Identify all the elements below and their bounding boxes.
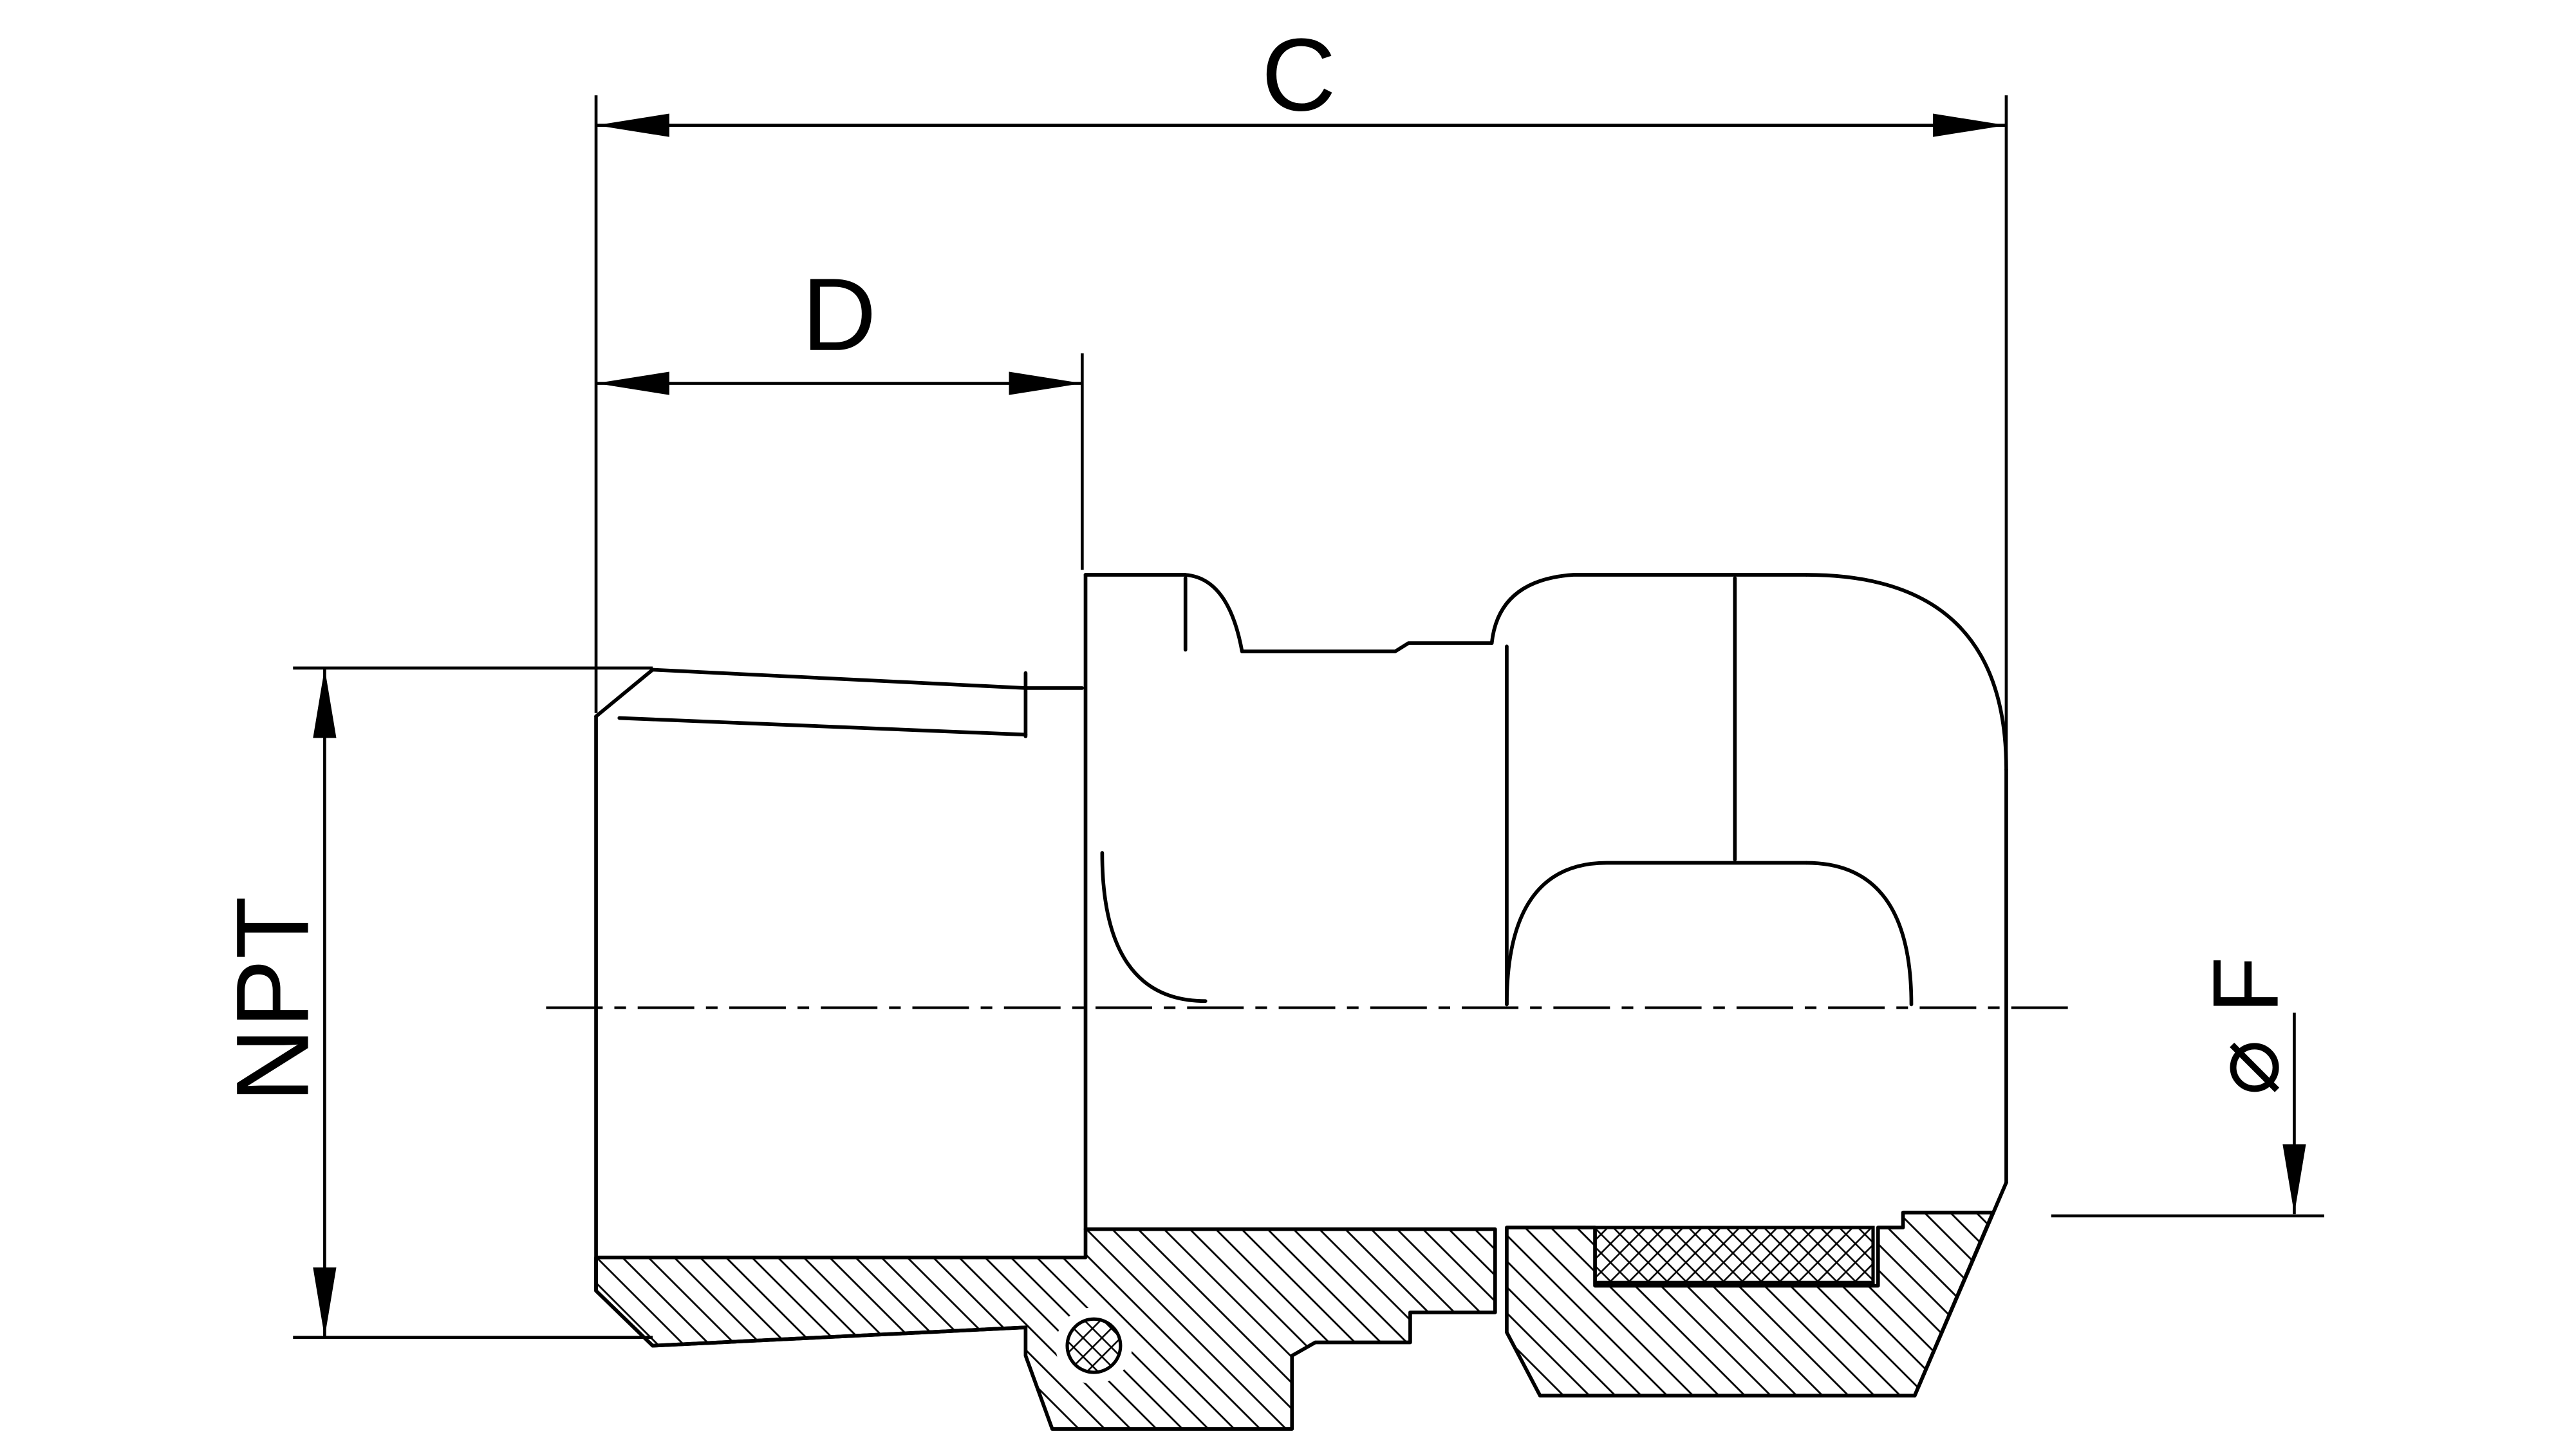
dim-d-arrow-left: [596, 371, 669, 395]
o-ring-fill: [1067, 1319, 1121, 1373]
body-groove: [1183, 573, 1494, 653]
dim-c-arrow-left: [596, 113, 669, 137]
dim-label-f: ⌀ F: [2194, 957, 2298, 1096]
cap-nut-inner-fillet-right: [1804, 861, 1914, 1007]
thread-root-top: [617, 716, 1028, 737]
body-inner-fillet: [1100, 851, 1208, 1003]
dim-c-arrow-right: [1933, 113, 2006, 137]
dim-label-c: C: [1262, 17, 1336, 132]
thread-top-chamfer: [594, 667, 655, 718]
cap-nut-inner-fillet-left: [1505, 861, 1809, 1007]
dim-npt-arrow-bottom: [313, 1267, 337, 1338]
dim-npt-arrow-top: [313, 667, 337, 738]
cap-nut-shoulder-top: [1489, 573, 1809, 645]
dim-f-arrow: [2282, 1144, 2306, 1215]
seal-insert-section: [1593, 1226, 1875, 1284]
cap-nut-bottom-chamfer: [1912, 1181, 2008, 1398]
dim-label-npt: NPT: [215, 896, 330, 1103]
body-lower-section: [594, 1227, 1497, 1431]
section-hatched-regions: [594, 1210, 1995, 1431]
thread-crest-top: [651, 667, 1085, 690]
dim-label-d: D: [802, 257, 877, 372]
thread-crest-bottom-edge: [651, 1325, 1028, 1348]
part-outline: [594, 573, 2008, 1398]
dimension-arrowheads: [313, 113, 2306, 1338]
cap-nut-dome-corner: [1804, 573, 2008, 772]
dimension-lines: [293, 95, 2324, 1339]
dim-d-arrow-right: [1009, 371, 1083, 395]
